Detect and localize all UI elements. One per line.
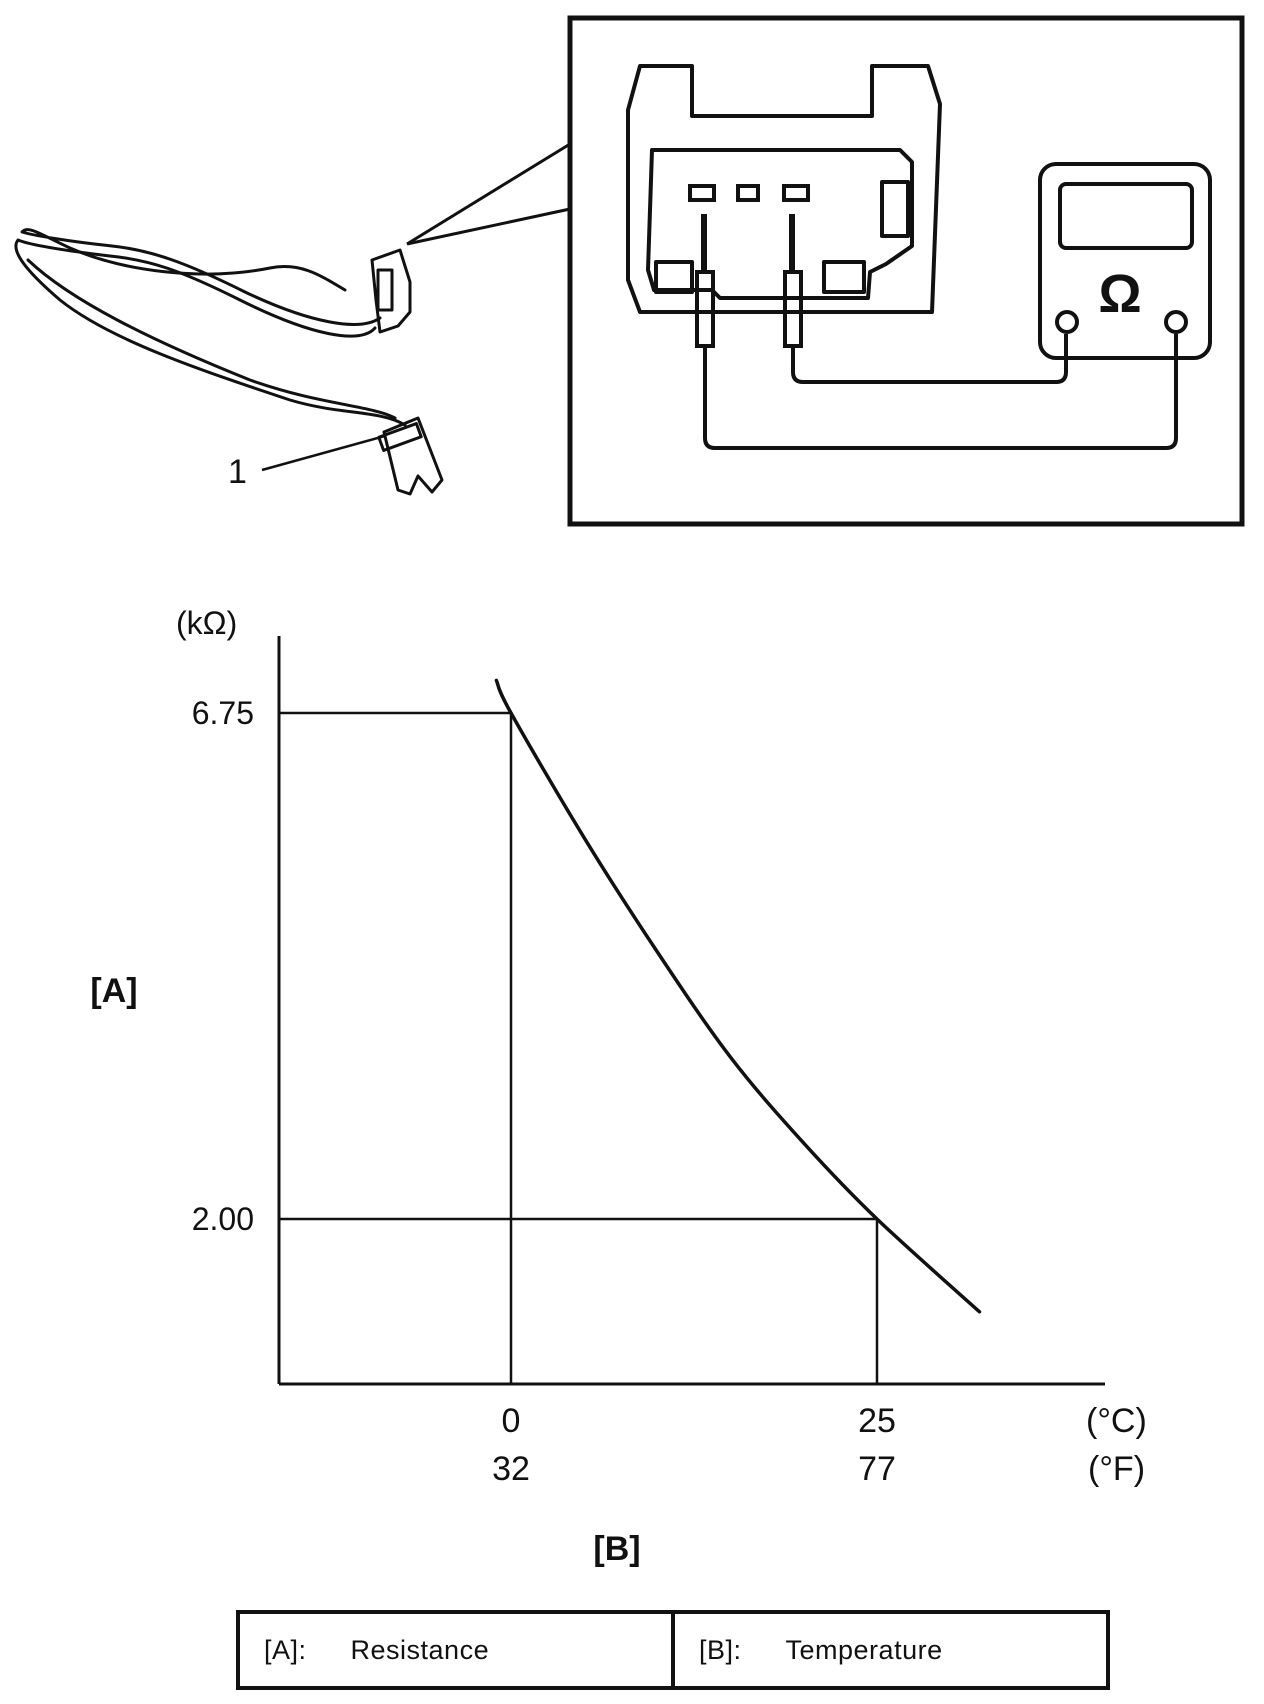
harness-connector-latch <box>376 268 394 312</box>
legend-table: [A]: Resistance [B]: Temperature <box>236 1610 1110 1690</box>
probe-lead-right <box>791 334 1068 384</box>
legend-key-b: [B]: <box>699 1634 742 1665</box>
y-tick-2-00: 2.00 <box>192 1201 254 1237</box>
resistance-curve <box>494 678 982 1314</box>
x-unit-fahrenheit: (°F) <box>1088 1450 1145 1488</box>
legend-cell-b: [B]: Temperature <box>671 1614 1106 1686</box>
part-1-callout: 1 <box>228 453 247 491</box>
terminal-left <box>688 184 716 202</box>
ohmmeter-body <box>1038 162 1212 360</box>
tester-probes <box>695 214 1178 450</box>
legend-value-b: Temperature <box>785 1634 943 1665</box>
ohm-symbol: Ω <box>1098 264 1141 324</box>
terminal-right <box>782 184 810 202</box>
harness-wire-outer <box>14 238 407 427</box>
thermistor-probe <box>382 416 444 496</box>
harness-wire-inner <box>20 228 382 326</box>
y-tick-6-75: 6.75 <box>192 695 254 731</box>
thermistor-harness-illustration <box>14 228 444 496</box>
part-1-leader-line <box>261 434 386 472</box>
ohmmeter-display <box>1058 182 1194 250</box>
y-axis-unit: (kΩ) <box>176 605 237 641</box>
axis-label-a: [A] <box>90 972 137 1010</box>
terminal-center <box>736 184 760 202</box>
connector-terminals <box>688 184 810 202</box>
x-unit-celsius: (°C) <box>1086 1402 1147 1440</box>
zoom-callout-lines <box>406 142 571 246</box>
legend-key-a: [A]: <box>264 1634 307 1665</box>
ohmmeter-jack-left <box>1055 310 1079 334</box>
probe-left <box>695 270 715 348</box>
legend-cell-a: [A]: Resistance <box>240 1614 671 1686</box>
probe-lead-left <box>703 334 1178 450</box>
harness-wire-lower <box>26 258 397 420</box>
inset-frame <box>567 15 1245 527</box>
graph <box>277 636 1105 1386</box>
legend-value-a: Resistance <box>350 1634 490 1665</box>
reference-lines <box>279 711 879 1384</box>
x-tick-0c: 0 <box>502 1402 521 1440</box>
ohmmeter <box>1038 162 1212 360</box>
x-tick-32f: 32 <box>492 1450 530 1488</box>
connector-housing <box>626 64 942 314</box>
axis-label-b: [B] <box>593 1530 640 1568</box>
x-tick-77f: 77 <box>858 1450 896 1488</box>
ohmmeter-jack-right <box>1164 310 1188 334</box>
x-tick-25c: 25 <box>858 1402 896 1440</box>
thermistor-flange <box>377 422 423 452</box>
probe-right <box>783 270 803 348</box>
